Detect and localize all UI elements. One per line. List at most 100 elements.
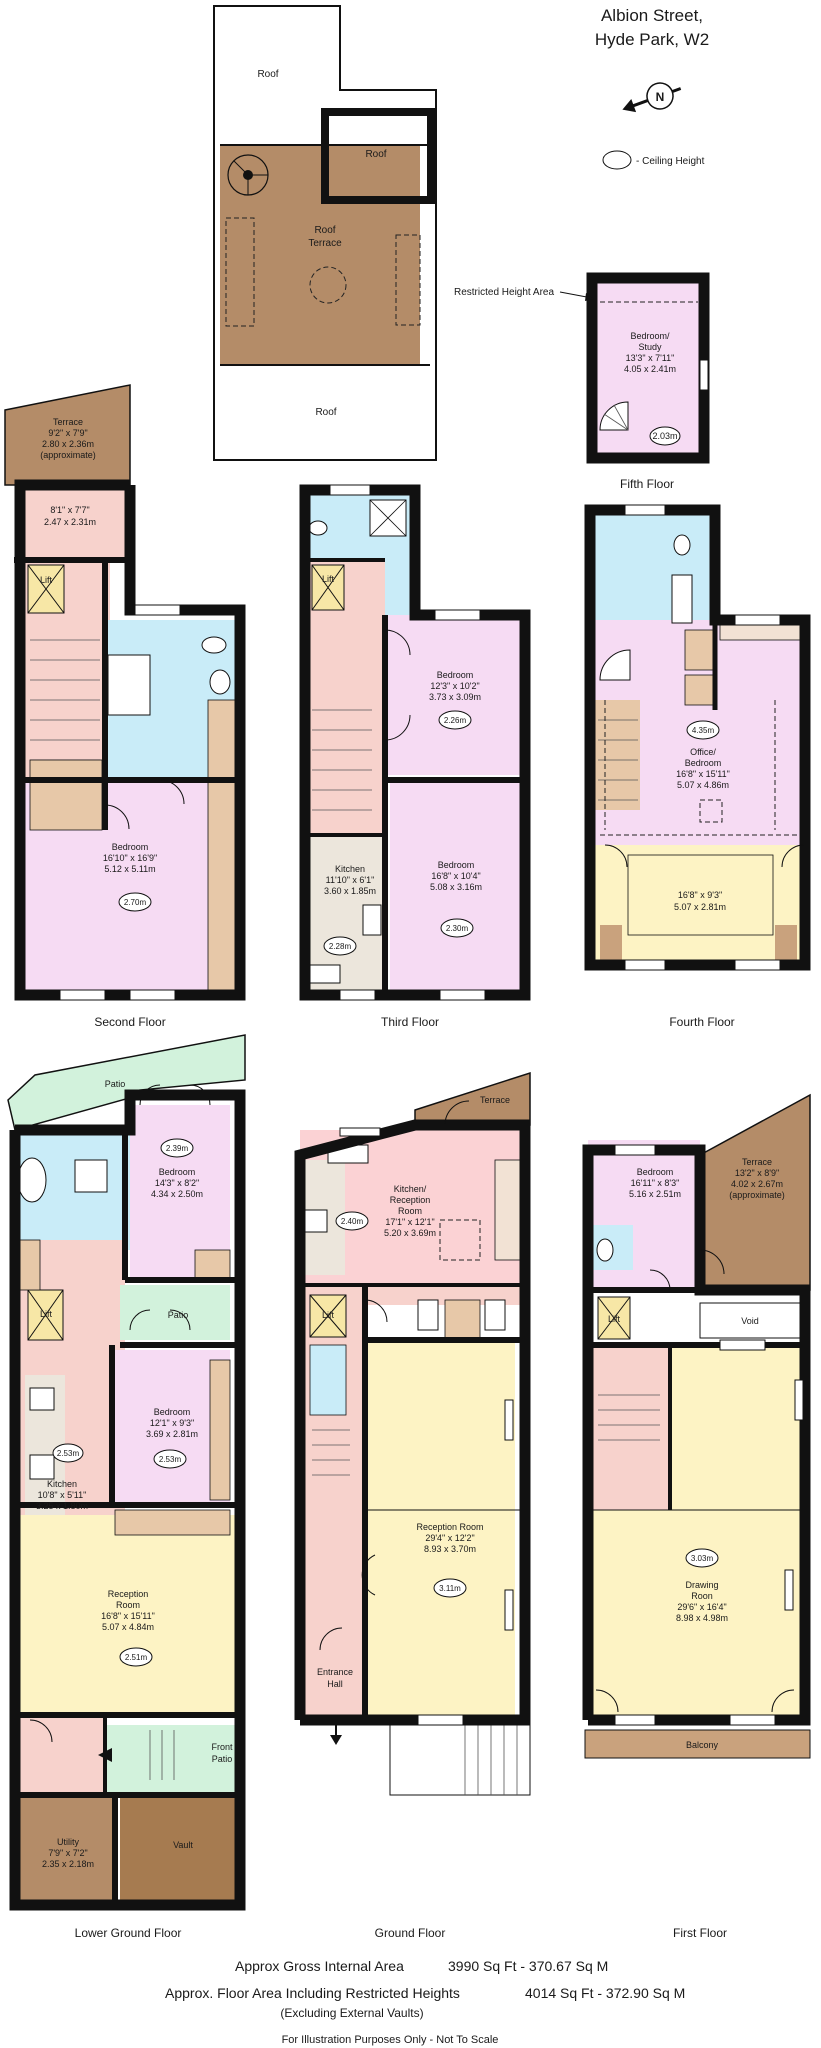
incl-area-label: Approx. Floor Area Including Restricted … — [165, 1985, 460, 2001]
third-bedroom1-ceiling-icon — [438, 710, 472, 730]
lg-lift-label: Lift — [40, 1309, 53, 1319]
first-drawing-name-2: Roon — [691, 1591, 713, 1601]
fifth-bedroom-ceiling: 2.03m — [652, 431, 677, 441]
fifth-bedroom-ceiling-icon — [649, 426, 681, 446]
first-void-label: Void — [741, 1316, 759, 1326]
third-bedroom1-ceiling: 2.26m — [444, 716, 467, 725]
disclaimer: For Illustration Purposes Only - Not To … — [282, 2034, 499, 2046]
fourth-office-metric: 5.07 x 4.86m — [677, 780, 729, 790]
ground-kitchen-name-2: Reception — [390, 1195, 431, 1205]
ground-floor-name: Ground Floor — [375, 1926, 446, 1940]
excl-vaults-note: (Excluding External Vaults) — [280, 2006, 423, 2020]
first-balcony-label: Balcony — [686, 1740, 719, 1750]
gross-area-label: Approx Gross Internal Area — [235, 1958, 404, 1974]
second-floor-plan — [4, 384, 246, 1001]
compass-icon — [622, 82, 682, 113]
third-bedroom1-imperial: 12'3" x 10'2" — [430, 681, 479, 691]
second-lift-label: Lift — [40, 575, 53, 585]
lg-reception-ceiling: 2.51m — [125, 1653, 148, 1662]
first-terrace-imperial: 13'2" x 8'9" — [735, 1168, 779, 1178]
third-bedroom2-metric: 5.08 x 3.16m — [430, 882, 482, 892]
lower-ground-floor-plan — [7, 1034, 246, 1911]
ground-reception-ceiling: 3.11m — [439, 1584, 461, 1593]
lg-reception-imperial: 16'8" x 15'11" — [101, 1611, 155, 1621]
third-lift-label: Lift — [322, 574, 335, 584]
fifth-bedroom-metric: 4.05 x 2.41m — [624, 364, 676, 374]
lg-reception-name: Reception — [108, 1589, 149, 1599]
second-landing-imperial: 8'1" x 7'7" — [50, 505, 89, 515]
ceiling-height-legend-label: - Ceiling Height — [636, 156, 705, 167]
fourth-office-ceiling: 4.35m — [692, 726, 715, 735]
fourth-office-imperial: 16'8" x 15'11" — [676, 769, 730, 779]
first-drawing-name: Drawing — [685, 1580, 718, 1590]
first-lift-label: Lift — [608, 1314, 621, 1324]
third-kitchen-name: Kitchen — [335, 864, 365, 874]
lg-front-patio-name: Front — [211, 1742, 233, 1752]
first-terrace-note: (approximate) — [729, 1190, 785, 1200]
first-terrace-name: Terrace — [742, 1157, 772, 1167]
lg-utility-metric: 2.35 x 2.18m — [42, 1859, 94, 1869]
ground-kitchen-imperial: 17'1" x 12'1" — [385, 1217, 434, 1227]
first-drawing-metric: 8.98 x 4.98m — [676, 1613, 728, 1623]
ground-entrance-name-2: Hall — [327, 1679, 343, 1689]
third-bedroom2-name: Bedroom — [438, 860, 475, 870]
lg-kitchen-name: Kitchen — [47, 1479, 77, 1489]
lg-bedroom1-imperial: 14'3" x 8'2" — [155, 1178, 199, 1188]
ground-kitchen-name: Kitchen/ — [394, 1184, 427, 1194]
ground-kitchen-metric: 5.20 x 3.69m — [384, 1228, 436, 1238]
lg-utility-name: Utility — [57, 1837, 79, 1847]
fourth-office-name-2: Bedroom — [685, 758, 722, 768]
lg-reception-name-2: Room — [116, 1600, 140, 1610]
lg-bedroom1-ceiling: 2.39m — [166, 1144, 189, 1153]
fourth-office-ceiling-icon — [686, 720, 720, 740]
third-bedroom2-ceiling-icon — [440, 918, 474, 938]
fifth-bedroom-imperial: 13'3" x 7'11" — [626, 353, 675, 363]
roof-bottom-label: Roof — [315, 407, 336, 418]
lg-bedroom2-metric: 3.69 x 2.81m — [146, 1429, 198, 1439]
lg-bedroom1-ceiling-icon — [160, 1138, 194, 1158]
third-kitchen-metric: 3.60 x 1.85m — [324, 886, 376, 896]
lg-bedroom1-name: Bedroom — [159, 1167, 196, 1177]
third-bedroom2-imperial: 16'8" x 10'4" — [431, 871, 480, 881]
second-bedroom-ceiling-icon — [118, 892, 152, 912]
lg-bedroom2-ceiling: 2.53m — [159, 1455, 182, 1464]
second-terrace-imperial: 9'2" x 7'9" — [48, 428, 87, 438]
third-floor-plan — [299, 484, 531, 1001]
lg-bedroom1-metric: 4.34 x 2.50m — [151, 1189, 203, 1199]
first-bedroom-metric: 5.16 x 2.51m — [629, 1189, 681, 1199]
incl-area-value: 4014 Sq Ft - 372.90 Sq M — [525, 1985, 685, 2001]
third-kitchen-ceiling: 2.28m — [329, 942, 352, 951]
compass-north-label: N — [656, 90, 665, 104]
lg-utility-imperial: 7'9" x 7'2" — [48, 1848, 87, 1858]
lg-front-patio-name-2: Patio — [212, 1754, 233, 1764]
second-bedroom-ceiling: 2.70m — [124, 898, 147, 907]
ceiling-height-legend-icon — [602, 150, 632, 170]
fourth-front-imperial: 16'8" x 9'3" — [678, 890, 722, 900]
gross-area-value: 3990 Sq Ft - 370.67 Sq M — [448, 1958, 608, 1974]
second-terrace-note: (approximate) — [40, 450, 96, 460]
fourth-floor-name: Fourth Floor — [669, 1015, 734, 1029]
third-kitchen-ceiling-icon — [323, 936, 357, 956]
lg-bedroom2-imperial: 12'1" x 9'3" — [150, 1418, 194, 1428]
lg-patio-mid-label: Patio — [168, 1310, 189, 1320]
ground-entrance-name: Entrance — [317, 1667, 353, 1677]
roof-plan — [213, 5, 437, 461]
fifth-floor-plan — [586, 272, 710, 464]
restricted-height-label: Restricted Height Area — [454, 287, 554, 298]
lg-patio-top-label: Patio — [105, 1079, 126, 1089]
roof-right-label: Roof — [365, 149, 386, 160]
third-kitchen-imperial: 11'10" x 6'1" — [326, 875, 375, 885]
third-bedroom1-name: Bedroom — [437, 670, 474, 680]
lg-bedroom2-name: Bedroom — [154, 1407, 191, 1417]
lg-reception-ceiling-icon — [119, 1647, 153, 1667]
fifth-bedroom-name-1: Bedroom/ — [630, 331, 670, 341]
lower-ground-floor-name: Lower Ground Floor — [75, 1926, 182, 1940]
lg-vault-label: Vault — [173, 1840, 193, 1850]
lg-reception-metric: 5.07 x 4.84m — [102, 1622, 154, 1632]
first-drawing-imperial: 29'6" x 16'4" — [677, 1602, 726, 1612]
lg-bedroom2-ceiling-icon — [153, 1449, 187, 1469]
fourth-front-metric: 5.07 x 2.81m — [674, 902, 726, 912]
fifth-floor-name: Fifth Floor — [620, 477, 674, 491]
first-floor-name: First Floor — [673, 1926, 727, 1940]
